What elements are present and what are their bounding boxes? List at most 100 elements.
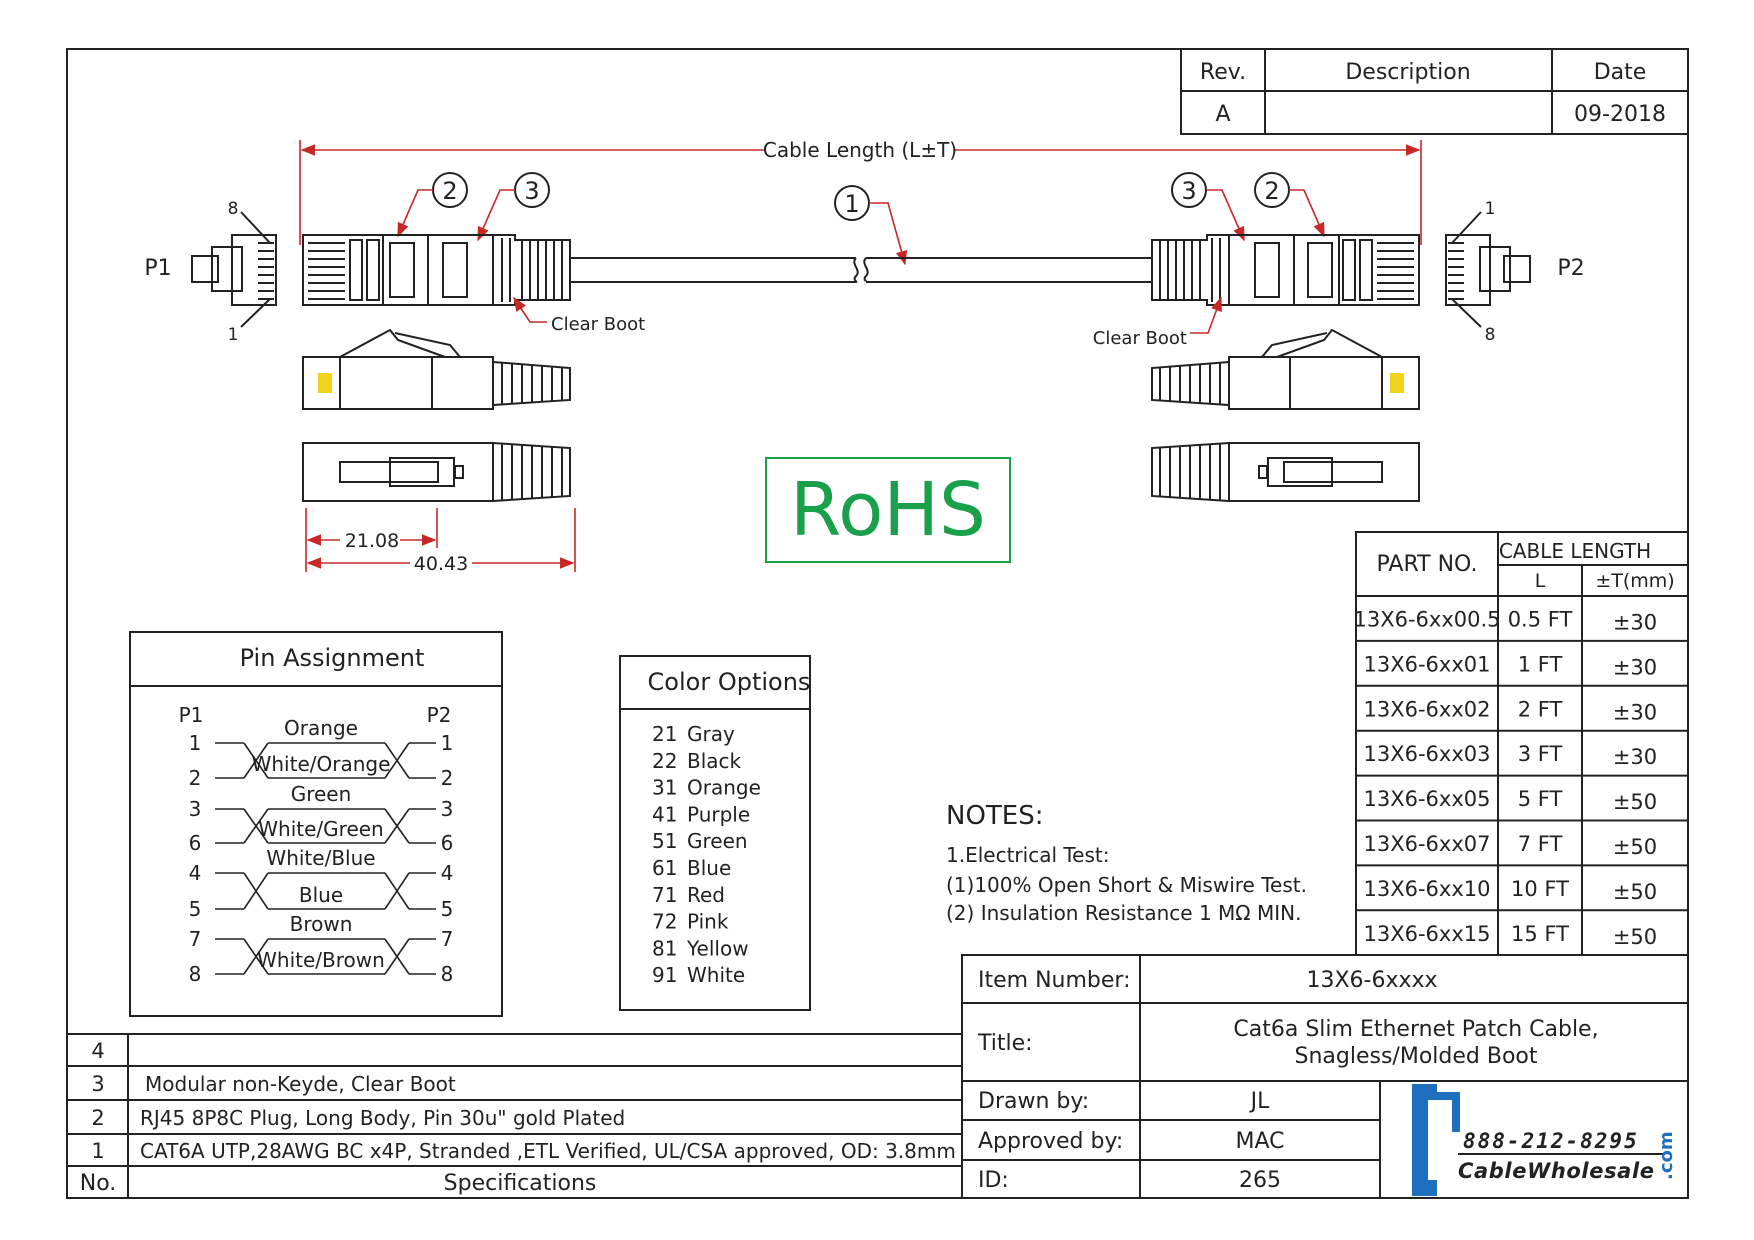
id-label: ID: xyxy=(978,1168,1009,1193)
part-number: 13X6-6xx05 xyxy=(1364,787,1491,811)
l-header: L xyxy=(1535,570,1546,592)
pin-left: 1 xyxy=(189,731,202,755)
part-length: 15 FT xyxy=(1511,922,1569,946)
title-line-1: Cat6a Slim Ethernet Patch Cable, xyxy=(1233,1017,1598,1042)
logo-name: CableWholesale xyxy=(1458,1159,1654,1183)
pin-rows: OrangeWhite/Orange1212GreenWhite/Green36… xyxy=(189,716,454,986)
title-label: Title: xyxy=(977,1031,1033,1056)
part-tolerance: ±30 xyxy=(1613,610,1657,634)
color-name: Yellow xyxy=(686,936,749,960)
approved-by-label: Approved by: xyxy=(978,1129,1123,1154)
pin-right: 6 xyxy=(441,831,454,855)
pair-top-label: Green xyxy=(291,782,352,806)
pin-left: 6 xyxy=(189,831,202,855)
spec-text: CAT6A UTP,28AWG BC x4P, Stranded ,ETL Ve… xyxy=(140,1139,956,1163)
svg-text:3: 3 xyxy=(1181,177,1196,205)
pin-right: 1 xyxy=(441,731,454,755)
part-no-header: PART NO. xyxy=(1377,552,1478,577)
p1-boot-top-view xyxy=(492,234,571,306)
no-header: No. xyxy=(80,1171,117,1196)
rohs-text: RoHS xyxy=(790,467,986,553)
part-length: 7 FT xyxy=(1518,832,1563,856)
part-tolerance: ±30 xyxy=(1613,700,1657,724)
p1-pin8-label: 8 xyxy=(228,199,239,219)
callout-2-right: 2 xyxy=(1254,172,1325,238)
p2-plug-top-view xyxy=(1228,234,1420,306)
pin-assignment-table: Pin Assignment P1 P2 OrangeWhite/Orange1… xyxy=(129,631,503,1017)
rev-value: A xyxy=(1215,102,1230,127)
spec-number: 2 xyxy=(91,1106,104,1130)
svg-text:P1: P1 xyxy=(179,703,204,727)
color-option: 61 Blue xyxy=(652,856,731,880)
p1-plug-side-view xyxy=(302,328,571,410)
svg-text:40.43: 40.43 xyxy=(414,553,468,575)
date-header: Date xyxy=(1594,60,1647,85)
color-code: 61 xyxy=(652,856,677,880)
color-code: 51 xyxy=(652,829,677,853)
pin-assignment-title: Pin Assignment xyxy=(240,644,425,672)
pair-bottom-label: Blue xyxy=(299,883,343,907)
revision-table: Rev. Description Date A 09-2018 xyxy=(1180,48,1689,135)
pair-bottom-label: White/Brown xyxy=(257,948,385,972)
p2-label: P2 xyxy=(1557,256,1584,281)
part-length: 1 FT xyxy=(1518,652,1563,676)
notes: NOTES: 1.Electrical Test: (1)100% Open S… xyxy=(946,801,1307,925)
callout-2-left: 2 xyxy=(397,172,468,238)
pair-top-label: White/Blue xyxy=(266,846,375,870)
part-tolerance: ±50 xyxy=(1613,880,1657,904)
color-name: Orange xyxy=(687,776,761,800)
cablewholesale-logo: 888-212-8295 CableWholesale .com xyxy=(1412,1084,1677,1196)
pin-right: 4 xyxy=(441,861,454,885)
spec-text: Modular non-Keyde, Clear Boot xyxy=(145,1072,456,1096)
dimension-40-43: 40.43 xyxy=(306,508,576,575)
logo-suffix: .com xyxy=(1656,1131,1677,1180)
logo-phone: 888-212-8295 xyxy=(1463,1129,1639,1153)
pin-right: 2 xyxy=(441,766,454,790)
cable-length-label: Cable Length (L±T) xyxy=(763,138,957,162)
pair-top-label: Brown xyxy=(290,912,353,936)
color-name: White xyxy=(687,963,745,987)
color-name: Blue xyxy=(687,856,731,880)
p2-boot-top-view xyxy=(1151,234,1230,306)
dimension-21-08: 21.08 xyxy=(305,508,438,572)
title-line-2: Snagless/Molded Boot xyxy=(1295,1044,1538,1069)
color-name: Pink xyxy=(687,910,729,934)
pin-left: 8 xyxy=(189,962,202,986)
spec-text: RJ45 8P8C Plug, Long Body, Pin 30u" gold… xyxy=(140,1106,625,1130)
color-name: Purple xyxy=(687,802,750,826)
color-code: 72 xyxy=(652,910,677,934)
callout-3-left: 3 xyxy=(477,172,550,242)
note-line-2: (1)100% Open Short & Miswire Test. xyxy=(946,873,1307,897)
svg-text:21.08: 21.08 xyxy=(345,530,399,552)
p1-label: P1 xyxy=(144,256,171,281)
color-code: 41 xyxy=(652,802,677,826)
note-line-1: 1.Electrical Test: xyxy=(946,843,1110,867)
p2-end-view xyxy=(1445,211,1531,328)
part-number: 13X6-6xx03 xyxy=(1364,742,1491,766)
part-number: 13X6-6xx07 xyxy=(1364,832,1491,856)
part-length: 5 FT xyxy=(1518,787,1563,811)
part-tolerance: ±50 xyxy=(1613,835,1657,859)
svg-text:2: 2 xyxy=(1264,177,1279,205)
pin-left: 2 xyxy=(189,766,202,790)
callout-1: 1 xyxy=(834,185,908,266)
color-code: 71 xyxy=(652,883,677,907)
t-header: ±T(mm) xyxy=(1595,570,1674,592)
item-number-label: Item Number: xyxy=(978,968,1130,993)
part-length: 10 FT xyxy=(1511,877,1569,901)
svg-text:1: 1 xyxy=(844,190,859,218)
